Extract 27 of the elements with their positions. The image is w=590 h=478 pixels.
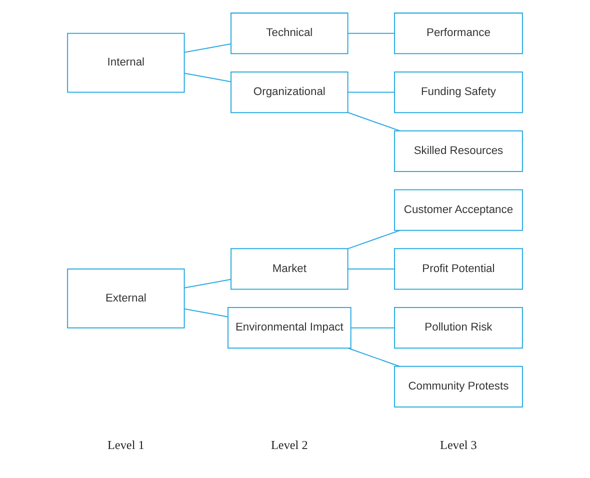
node-box: External [67, 268, 185, 328]
label: Level 3 [440, 437, 477, 452]
node-box: Community Protests [394, 365, 523, 408]
connector [184, 72, 232, 82]
connector [184, 308, 228, 317]
connector [351, 326, 394, 328]
connector [348, 347, 400, 366]
connector [348, 112, 400, 131]
node-box: Organizational [230, 70, 348, 113]
connector [184, 42, 232, 52]
node-box: Skilled Resources [394, 130, 523, 172]
node-box: Pollution Risk [394, 306, 523, 348]
node-box: Profit Potential [394, 248, 523, 290]
label: Level 2 [270, 437, 308, 452]
node-box: Market [230, 248, 348, 290]
connector [184, 278, 232, 288]
connector [348, 32, 394, 34]
node-box: Customer Acceptance [394, 188, 523, 230]
connector [348, 229, 400, 249]
node-box: Performance [394, 12, 523, 54]
label: Level 1 [108, 437, 144, 452]
connector [348, 268, 394, 269]
node-box: Funding Safety [394, 70, 523, 113]
connector [348, 91, 394, 92]
node-box: Internal [67, 32, 185, 92]
node-box: Environmental Impact [227, 306, 352, 348]
node-box: Technical [230, 12, 348, 54]
